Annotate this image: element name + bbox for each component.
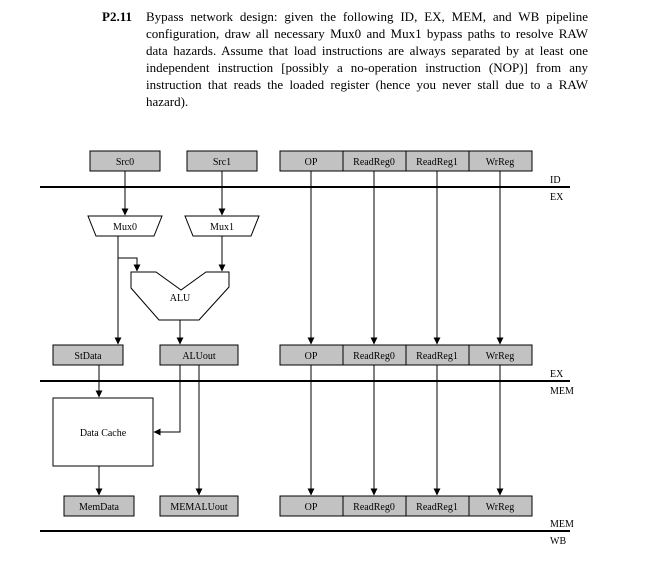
wire-mux0-alu: [118, 257, 141, 272]
ex-wrreg-register: WrReg: [468, 344, 533, 366]
svg-text:MemData: MemData: [79, 502, 120, 513]
stage-label-ex: EX: [550, 192, 564, 203]
mux1: Mux1: [184, 215, 260, 237]
ex-readreg0-register: ReadReg0: [342, 344, 407, 366]
svg-text:Src0: Src0: [116, 157, 134, 168]
stage-label-ex-2: EX: [550, 369, 564, 380]
id-wrreg-register: WrReg: [468, 150, 533, 172]
id-readreg1-register: ReadReg1: [405, 150, 470, 172]
ex-stdata-register: StData: [52, 344, 124, 366]
svg-text:Mux0: Mux0: [113, 222, 137, 233]
svg-text:ALUout: ALUout: [182, 351, 216, 362]
mux0: Mux0: [87, 215, 163, 237]
svg-text:ReadReg1: ReadReg1: [416, 351, 458, 362]
ex-aluout-register: ALUout: [159, 344, 239, 366]
mem-readreg0-register: ReadReg0: [342, 495, 407, 517]
mem-readreg1-register: ReadReg1: [405, 495, 470, 517]
svg-text:StData: StData: [74, 351, 102, 362]
ex-readreg1-register: ReadReg1: [405, 344, 470, 366]
svg-text:WrReg: WrReg: [486, 351, 514, 362]
mem-memaluout-register: MEMALUout: [159, 495, 239, 517]
alu: ALU: [130, 271, 230, 321]
stage-label-mem-2: MEM: [550, 519, 574, 530]
id-src1-register: Src1: [186, 150, 258, 172]
id-readreg0-register: ReadReg0: [342, 150, 407, 172]
id-op-register: OP: [279, 150, 344, 172]
svg-text:OP: OP: [305, 351, 318, 362]
svg-text:MEMALUout: MEMALUout: [170, 502, 227, 513]
ex-op-register: OP: [279, 344, 344, 366]
svg-text:ReadReg1: ReadReg1: [416, 157, 458, 168]
svg-text:WrReg: WrReg: [486, 502, 514, 513]
problem-statement: P2.11 Bypass network design: given the f…: [102, 8, 588, 110]
svg-text:ReadReg0: ReadReg0: [353, 502, 395, 513]
svg-text:WrReg: WrReg: [486, 157, 514, 168]
problem-number: P2.11: [102, 9, 132, 24]
stage-label-wb: WB: [550, 536, 566, 547]
wire-aluout-datacache: [153, 365, 181, 436]
stage-label-id: ID: [550, 175, 561, 186]
svg-text:Data Cache: Data Cache: [80, 428, 127, 439]
id-src0-register: Src0: [89, 150, 161, 172]
svg-text:OP: OP: [305, 157, 318, 168]
svg-text:ReadReg1: ReadReg1: [416, 502, 458, 513]
data-cache: Data Cache: [52, 397, 154, 467]
svg-text:ReadReg0: ReadReg0: [353, 157, 395, 168]
mem-op-register: OP: [279, 495, 344, 517]
svg-text:Mux1: Mux1: [210, 222, 234, 233]
svg-text:ALU: ALU: [170, 293, 191, 304]
stage-label-mem: MEM: [550, 386, 574, 397]
svg-text:Src1: Src1: [213, 157, 231, 168]
mem-memdata-register: MemData: [63, 495, 135, 517]
mem-wrreg-register: WrReg: [468, 495, 533, 517]
problem-text: Bypass network design: given the followi…: [146, 9, 588, 109]
svg-text:OP: OP: [305, 502, 318, 513]
svg-text:ReadReg0: ReadReg0: [353, 351, 395, 362]
